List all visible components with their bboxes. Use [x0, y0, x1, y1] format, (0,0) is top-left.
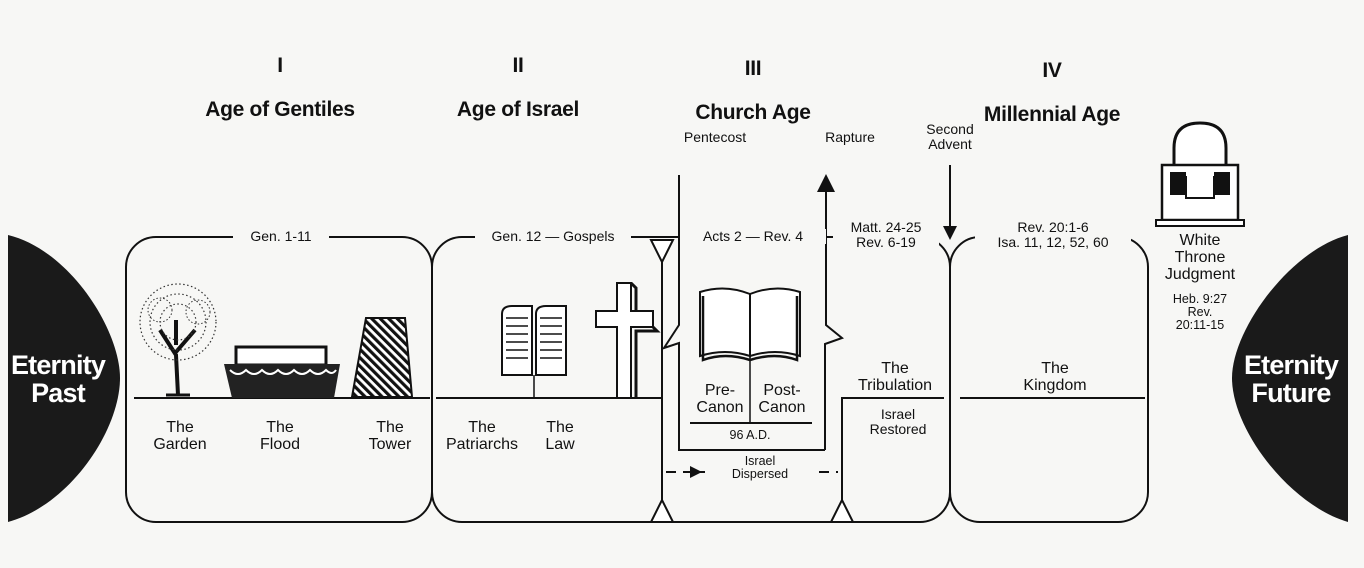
dispersed-arrowhead	[690, 466, 702, 478]
tribulation-label: The Tribulation	[857, 360, 933, 394]
tree-icon	[139, 283, 217, 397]
ref-israel: Gen. 12 — Gospels	[475, 229, 631, 244]
patriarchs-label: The Patriarchs	[445, 419, 519, 453]
church-age-frame-right	[824, 182, 845, 450]
ref-judgment: Heb. 9:27 Rev. 20:11-15	[1172, 292, 1228, 333]
garden-label: The Garden	[153, 419, 207, 453]
pentecost-label: Pentecost	[683, 129, 747, 145]
date-label: 96 A.D.	[729, 428, 771, 442]
eternity-past-label: Eternity Past	[10, 350, 106, 409]
age-3-heading: III Church Age	[653, 36, 853, 146]
tower-label: The Tower	[368, 419, 412, 453]
law-label: The Law	[545, 419, 575, 453]
age-4-numeral: IV	[1042, 59, 1062, 83]
age-3-numeral: III	[744, 57, 762, 81]
age-4-heading: IV Millennial Age	[952, 38, 1152, 148]
throne-icon	[1155, 121, 1245, 227]
age-2-heading: II Age of Israel	[418, 33, 618, 143]
bible-icon	[699, 287, 801, 362]
bottom-triangle-right	[829, 497, 855, 523]
ark-icon	[224, 345, 340, 398]
church-age-frame	[661, 175, 825, 451]
eternity-future-disc	[1232, 235, 1348, 522]
israel-dispersed-label: Israel Dispersed	[705, 454, 815, 482]
israel-restored-label: Israel Restored	[869, 406, 927, 437]
ref-millennium: Rev. 20:1-6 Isa. 11, 12, 52, 60	[975, 220, 1131, 250]
ref-tribulation: Matt. 24-25 Rev. 6-19	[833, 220, 939, 250]
second-advent-label: Second Advent	[926, 121, 974, 152]
pre-canon-label: Pre- Canon	[696, 382, 744, 416]
bottom-triangle-left	[649, 497, 675, 523]
ref-gentiles: Gen. 1-11	[233, 229, 329, 244]
post-canon-label: Post- Canon	[758, 382, 806, 416]
top-triangle	[649, 239, 675, 265]
age-3-title: Church Age	[695, 101, 811, 125]
eternity-future-label: Eternity Future	[1243, 350, 1339, 409]
rapture-label: Rapture	[825, 129, 875, 145]
flood-label: The Flood	[259, 419, 301, 453]
age-1-heading: I Age of Gentiles	[180, 33, 380, 143]
age-1-title: Age of Gentiles	[205, 98, 355, 122]
tower-icon	[350, 317, 414, 398]
white-throne-label: White Throne Judgment	[1164, 232, 1236, 283]
age-2-numeral: II	[512, 54, 524, 78]
second-advent-arrowhead	[943, 226, 957, 240]
age-1-numeral: I	[277, 54, 283, 78]
eternity-past-disc	[8, 235, 120, 522]
rapture-arrowhead	[817, 174, 835, 192]
cross-icon	[595, 281, 661, 399]
age-4-title: Millennial Age	[983, 103, 1121, 127]
age-2-title: Age of Israel	[456, 98, 580, 122]
kingdom-label: The Kingdom	[1023, 360, 1087, 394]
law-tablets-icon	[501, 305, 568, 398]
ref-church: Acts 2 — Rev. 4	[680, 229, 826, 244]
restored-hook	[841, 397, 852, 410]
